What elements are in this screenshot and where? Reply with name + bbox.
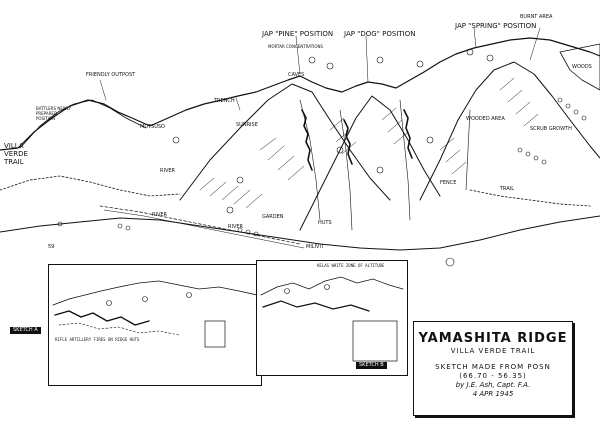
date-line: 4 APR 1945 (472, 390, 514, 398)
label-jap-pine: JAP "PINE" POSITION (262, 30, 334, 38)
sketch-b-tag: SKETCH B (356, 362, 387, 369)
left-hill (19, 99, 147, 149)
ravine-4 (465, 109, 471, 191)
ravine-2 (339, 109, 353, 231)
label-scrub-growth: SCRUB GROWTH (530, 126, 572, 132)
ridge-skyline (0, 37, 600, 151)
valley-floor (0, 215, 600, 251)
label-river-3: RIVER (228, 224, 244, 230)
label-jap-spring: JAP "SPRING" POSITION (455, 22, 537, 30)
label-trail: TRAIL (500, 186, 515, 192)
inset-a-drawing (52, 280, 258, 348)
label-caves: CAVES (288, 72, 305, 78)
spring-ridge (419, 61, 600, 201)
label-trench: TRENCH (214, 98, 235, 104)
sketch-coords-line: (66.70 - 56.35) (459, 372, 527, 380)
sketch-source-line: SKETCH MADE FROM POSN (435, 363, 551, 371)
leader-lines (99, 27, 541, 111)
ravine-shadow (301, 109, 413, 171)
label-huts: HUTS (318, 220, 332, 226)
label-milivit: MILIVIT (306, 244, 324, 250)
scrub-marks (57, 97, 587, 237)
map-subtitle: VILLA VERDE TRAIL (450, 347, 536, 355)
label-burnt-area: BURNT AREA (520, 14, 553, 20)
label-wooded-area: WOODED AREA (466, 116, 505, 122)
ravine-1 (299, 99, 321, 221)
slope-hatching (199, 77, 539, 209)
pine-ridge (179, 83, 391, 201)
inset-a-note: RIFLE ARTILLERY FIRES ON RIDGE HUTS (55, 337, 140, 342)
inset-sketch-b: KELAS WHITE ZONE OF ALTITUDE (256, 260, 408, 376)
label-garden: GARDEN (262, 214, 284, 220)
label-woods: WOODS (572, 64, 592, 70)
inset-b-drawing (260, 276, 404, 362)
label-river-1: RIVER (160, 168, 176, 174)
author-line: by J.E. Ash, Capt. F.A. (455, 381, 531, 389)
label-river-2: RIVER (152, 212, 168, 218)
river-line-2 (103, 209, 305, 249)
label-mutsuso: MUTSUSO (140, 124, 165, 130)
woods-block (559, 43, 600, 91)
river-line (99, 205, 301, 245)
map-title: YAMASHITA RIDGE (418, 331, 568, 346)
label-jap-dog: JAP "DOG" POSITION (344, 30, 416, 38)
villa-verde-trail-path (0, 175, 181, 197)
dog-ridge (299, 95, 441, 231)
trail-east (469, 189, 591, 207)
label-fence: FENCE (440, 180, 457, 186)
inset-sketch-a: RIFLE ARTILLERY FIRES ON RIDGE HUTS (48, 264, 262, 386)
title-block: YAMASHITA RIDGE VILLA VERDE TRAIL SKETCH… (413, 321, 573, 416)
label-villa-verde-trail: VILLA VERDE TRAIL (4, 142, 28, 166)
label-mortar-concentrations: MORTAR CONCENTRATIONS (268, 44, 324, 49)
label-friendly-outpost: FRIENDLY OUTPOST (86, 72, 136, 78)
label-sunrise: SUNRISE (236, 122, 258, 128)
position-markers (172, 48, 494, 267)
inset-b-note: KELAS WHITE ZONE OF ALTITUDE (317, 263, 385, 268)
label-battlers-position: BATTLERS NEWLY PREPARED POSITION (36, 106, 71, 121)
sketch-a-tag: SKETCH A (10, 327, 41, 334)
label-grid-59: 59 (48, 244, 55, 250)
